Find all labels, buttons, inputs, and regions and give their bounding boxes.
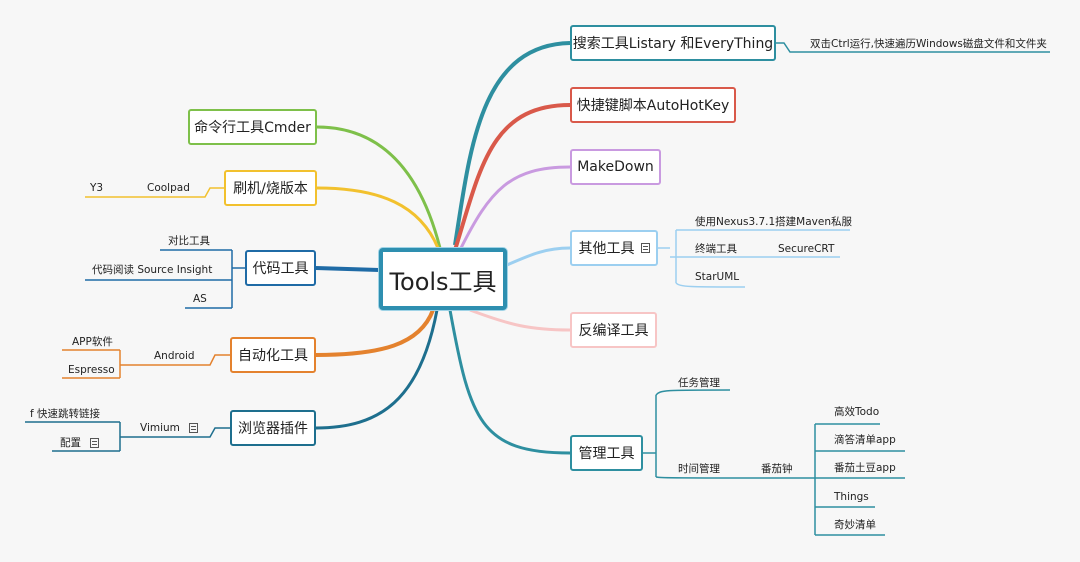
browser-sub-connectors: [25, 421, 230, 452]
cmder-node[interactable]: 命令行工具Cmder: [188, 109, 317, 145]
branch-auto: [315, 309, 435, 357]
other-sub-connectors: [658, 229, 850, 288]
code-source-insight[interactable]: 代码阅读 Source Insight: [92, 264, 213, 276]
browser-vimium[interactable]: Vimium: [140, 421, 199, 435]
other-tools-node[interactable]: 其他工具: [570, 230, 658, 266]
search-detail-connector: [776, 42, 1050, 53]
manage-app-dida[interactable]: 滴答清单app: [834, 434, 896, 446]
hotkey-node[interactable]: 快捷键脚本AutoHotKey: [570, 87, 736, 123]
flash-coolpad[interactable]: Coolpad: [147, 182, 190, 194]
other-item-securecrt[interactable]: SecureCRT: [778, 243, 835, 255]
note-icon[interactable]: [640, 243, 650, 253]
other-item-nexus[interactable]: 使用Nexus3.7.1搭建Maven私服: [695, 216, 853, 228]
branch-cmder: [316, 125, 442, 249]
note-icon[interactable]: [90, 438, 100, 448]
manage-app-wunder[interactable]: 奇妙清单: [834, 519, 876, 531]
manage-time[interactable]: 时间管理: [678, 463, 720, 475]
other-tools-label: 其他工具: [578, 241, 635, 257]
other-item-terminal[interactable]: 终端工具: [695, 243, 737, 255]
flash-y3[interactable]: Y3: [90, 182, 104, 194]
branch-other: [506, 246, 571, 267]
branch-makedown: [458, 165, 571, 251]
branch-code: [315, 266, 380, 272]
manage-app-todo[interactable]: 高效Todo: [834, 406, 880, 418]
search-tool-detail[interactable]: 双击Ctrl运行,快速遍历Windows磁盘文件和文件夹: [810, 38, 1047, 50]
makedown-node[interactable]: MakeDown: [570, 149, 661, 185]
branch-manage: [448, 309, 571, 455]
auto-app[interactable]: APP软件: [72, 336, 113, 348]
decompile-node[interactable]: 反编译工具: [570, 312, 657, 348]
manage-sub-connectors: [643, 389, 905, 536]
branch-search: [453, 41, 571, 246]
browser-config[interactable]: 配置: [60, 436, 100, 450]
code-as[interactable]: AS: [193, 293, 207, 305]
code-compare[interactable]: 对比工具: [168, 235, 210, 247]
browser-vimium-label: Vimium: [140, 422, 180, 434]
code-tools-node[interactable]: 代码工具: [245, 250, 316, 286]
browser-plugin-node[interactable]: 浏览器插件: [230, 410, 316, 446]
branch-flash: [316, 186, 440, 249]
manage-task[interactable]: 任务管理: [678, 377, 720, 389]
auto-sub-connectors: [62, 349, 230, 379]
manage-app-fanqie[interactable]: 番茄土豆app: [834, 462, 896, 474]
auto-espresso[interactable]: Espresso: [68, 364, 115, 376]
branch-hotkey: [453, 103, 571, 251]
auto-android[interactable]: Android: [154, 350, 195, 362]
flash-sub-connectors: [85, 187, 224, 198]
manage-pomodoro[interactable]: 番茄钟: [761, 463, 793, 475]
manage-app-things[interactable]: Things: [834, 491, 869, 503]
branch-decompile: [469, 308, 571, 332]
browser-f-jump[interactable]: f 快速跳转链接: [30, 408, 101, 420]
center-node[interactable]: Tools工具: [379, 248, 507, 310]
search-tool-node[interactable]: 搜索工具Listary 和EveryThing: [570, 25, 776, 61]
branch-browser: [315, 309, 439, 430]
flash-node[interactable]: 刷机/烧版本: [224, 170, 317, 206]
browser-config-label: 配置: [60, 437, 81, 449]
other-item-staruml[interactable]: StarUML: [695, 271, 740, 283]
automation-node[interactable]: 自动化工具: [230, 337, 316, 373]
note-icon[interactable]: [189, 423, 199, 433]
code-sub-connectors: [85, 249, 245, 309]
manage-tools-node[interactable]: 管理工具: [570, 435, 643, 471]
